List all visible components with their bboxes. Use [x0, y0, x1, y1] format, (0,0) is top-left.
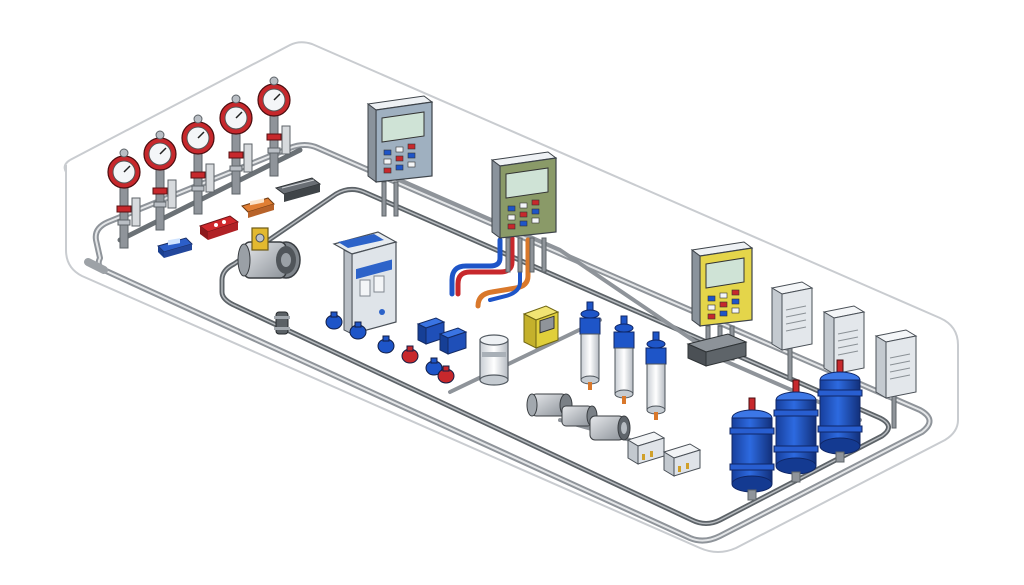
- inline-strainer: [274, 311, 290, 335]
- electrical-boxes: [770, 281, 918, 429]
- ball-valve-2: [349, 321, 367, 340]
- pressure-gauge-2: [143, 130, 177, 231]
- hose-blue: [449, 237, 503, 297]
- ball-valve-4: [401, 345, 419, 364]
- blue-filter-housings: [729, 359, 863, 501]
- filter-housing-3: [817, 359, 863, 463]
- meter-device-gray: [274, 177, 322, 202]
- pump-motor: [237, 227, 301, 279]
- actuated-valve-1: [526, 393, 573, 417]
- terminal-connector-2: [662, 443, 702, 477]
- gauge-manifold: [107, 76, 291, 249]
- flexible-hoses: [449, 235, 531, 309]
- valve-series: [325, 311, 455, 384]
- pressure-gauge-1: [107, 148, 141, 249]
- control-panel-left: [366, 95, 434, 217]
- cartridge-filter-1: [579, 301, 601, 390]
- cartridge-filters: [579, 301, 667, 420]
- ball-valve-1: [325, 311, 343, 330]
- junction-box-3: [874, 329, 918, 429]
- pressure-gauge-5: [257, 76, 291, 177]
- manifold-block: [686, 333, 748, 367]
- dosing-cabinet: [332, 231, 398, 335]
- enclosure-front-edge: [65, 165, 959, 553]
- filter-housing-1: [729, 397, 775, 501]
- filter-housing-2: [773, 379, 819, 483]
- hose-blue-2: [488, 238, 522, 302]
- ball-valve-6: [437, 365, 455, 384]
- pressure-gauge-3: [181, 114, 215, 215]
- device-row: [157, 177, 322, 258]
- meter-device-blue: [157, 237, 193, 258]
- terminal-connector-1: [626, 431, 666, 465]
- enclosure-back-edge: [69, 41, 959, 420]
- blue-box-2: [438, 327, 468, 355]
- cartridge-filter-2: [613, 315, 635, 404]
- white-canister: [479, 334, 509, 386]
- actuated-valve-3: [589, 415, 631, 441]
- blue-junction-boxes: [416, 317, 468, 355]
- cartridge-filter-3: [645, 331, 667, 420]
- control-panel-center: [490, 151, 558, 273]
- actuated-valve-2: [561, 405, 598, 427]
- cross-pipe-4: [398, 178, 702, 347]
- control-panels: [366, 95, 754, 361]
- ball-valve-3: [377, 335, 395, 354]
- ball-valve-5: [425, 357, 443, 376]
- enclosure-left-edge: [63, 159, 71, 173]
- actuated-valves: [526, 393, 631, 441]
- pressure-gauge-4: [219, 94, 253, 195]
- yellow-instrument-box: [522, 305, 560, 349]
- cross-pipe-1: [448, 318, 602, 394]
- meter-device-red: [198, 215, 240, 240]
- left-corner-fitting: [84, 258, 108, 274]
- inner-loop-pipe-highlight: [221, 188, 890, 525]
- enclosure-frame: [63, 41, 959, 553]
- junction-box-1: [770, 281, 814, 381]
- hose-red: [455, 235, 515, 297]
- terminal-connectors: [626, 431, 702, 477]
- meter-device-orange: [241, 197, 275, 218]
- pipe-network: [84, 142, 933, 544]
